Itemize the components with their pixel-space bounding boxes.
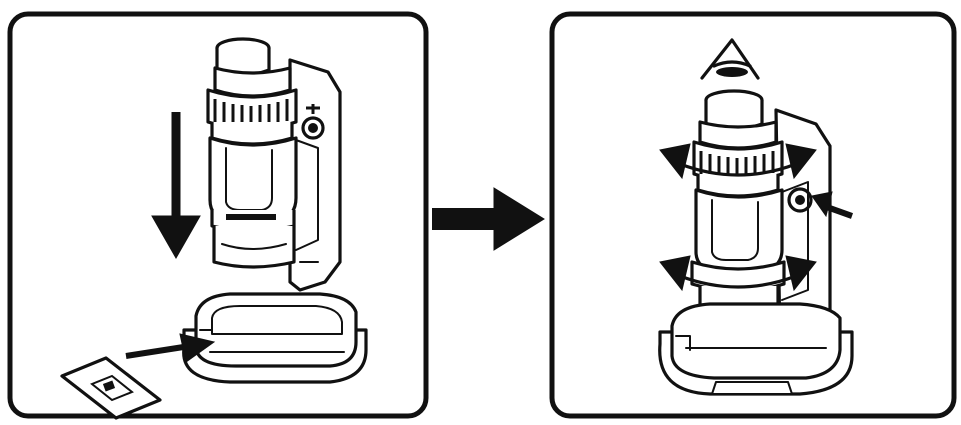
light-icon <box>301 104 325 140</box>
rotate-arrows-lower-icon <box>659 255 817 292</box>
button-pointer-arrow-icon <box>811 191 854 219</box>
rotate-arrows-icon <box>659 143 817 180</box>
base-stand-right <box>658 302 854 396</box>
pointer-arrow-icon <box>125 333 216 363</box>
microscope-left <box>206 37 342 292</box>
eye-symbol-icon <box>700 38 760 80</box>
right-arrow-icon <box>432 187 545 251</box>
down-arrow-icon <box>151 112 201 260</box>
left-panel <box>7 11 429 420</box>
slide <box>60 356 162 420</box>
right-panel <box>549 11 957 419</box>
base-stand-left <box>182 292 368 384</box>
